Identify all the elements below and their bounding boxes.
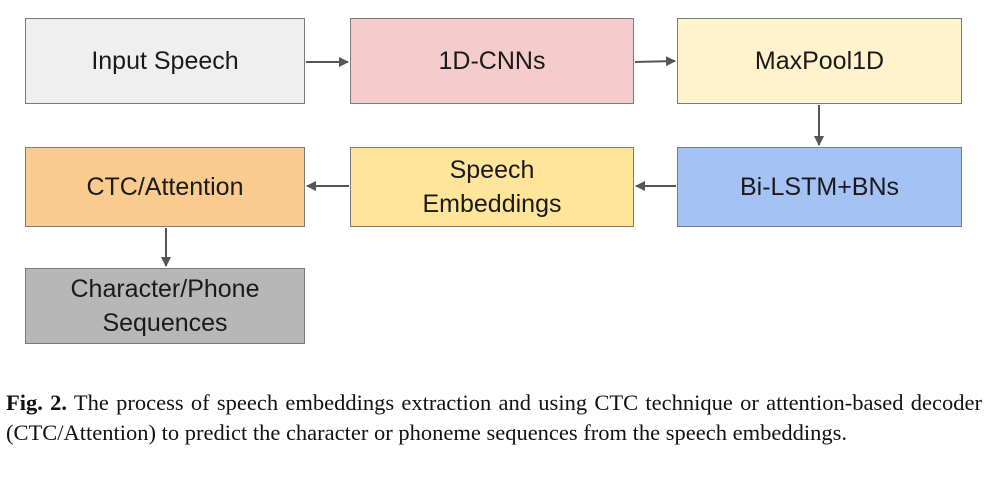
node-1d-cnns: 1D-CNNs (350, 18, 634, 104)
node-maxpool1d: MaxPool1D (677, 18, 962, 104)
caption-label: Fig. 2. (6, 390, 68, 415)
node-input-speech: Input Speech (25, 18, 305, 104)
node-character-phone-sequences: Character/Phone Sequences (25, 268, 305, 344)
node-ctc-attention: CTC/Attention (25, 147, 305, 227)
flow-arrows (161, 56, 824, 267)
arrow-cnn-to-maxpool (634, 56, 676, 67)
caption-text: The process of speech embeddings extract… (6, 390, 982, 445)
node-bi-lstm-bns: Bi-LSTM+BNs (677, 147, 962, 227)
node-speech-embeddings: Speech Embeddings (350, 147, 634, 227)
figure-caption: Fig. 2. The process of speech embeddings… (6, 388, 982, 448)
